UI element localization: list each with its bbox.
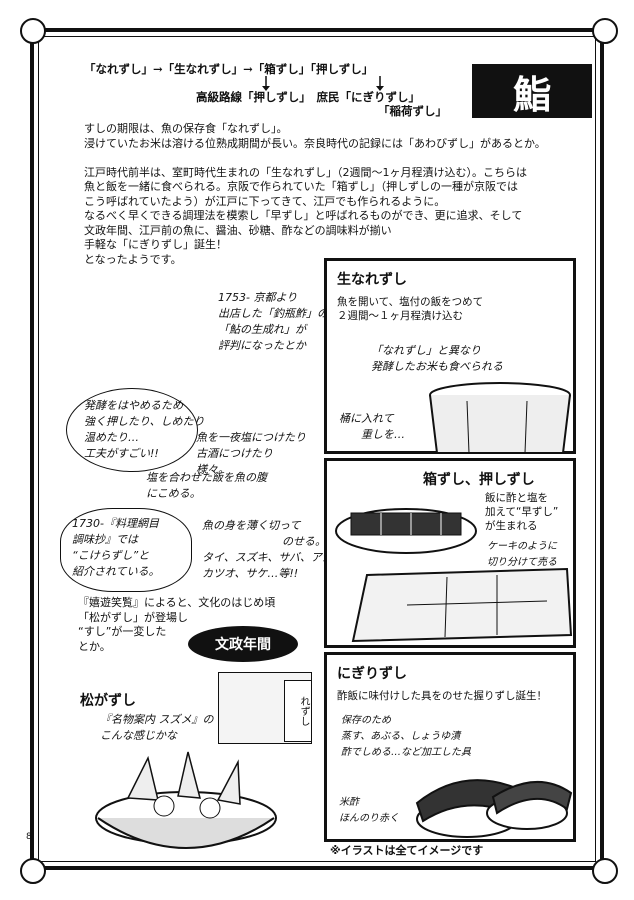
intro-line: こう呼ばれていたよう）が江戸に下ってきて、江戸でも作られるように。 [84, 194, 446, 208]
note-line: 工夫がすごい!! [84, 447, 159, 460]
panel-text: 魚を開いて、塩付の飯をつめて ２週間〜１ヶ月程漬け込む [337, 295, 483, 323]
flow-line-2: 高級路線「押しずし」 庶民「にぎりずし」 [196, 90, 421, 104]
panel-hand-note: 米酢 ほんのり赤く [339, 795, 399, 827]
matsu-sign: れずし [284, 680, 312, 742]
note-1730: 1730-『料理網目 調味抄』では “こけらずし”と 紹介されている。 [72, 516, 160, 580]
flow-arrows [262, 76, 384, 91]
panel-text-line: ２週間〜１ヶ月程漬け込む [337, 310, 463, 322]
nigiri-illustration [415, 779, 573, 838]
panel-hand-note: 保存のため 蒸す、あぶる、しょうゆ漬 酢でしめる…など加工した具 [341, 713, 471, 761]
note-kiyu: 『嬉遊笑覧』によると、文化のはじめ頃 「松がずし」が登場し “すし”が一変した … [78, 596, 275, 654]
matsu-caption: 『名物案内 スズメ』の こんな感じかな [100, 712, 214, 744]
bunsei-badge: 文政年間 [188, 626, 298, 662]
note-line: にこめる。 [146, 487, 201, 500]
illustration-note: ※イラストは全てイメージです [330, 844, 484, 857]
note-line: タイ、スズキ、サバ、アジ [202, 551, 333, 564]
note-line: 塩を合わせた飯を魚の腹 [146, 471, 267, 484]
note-line: 発酵をはやめるため [84, 399, 183, 412]
intro-line: 江戸時代前半は、室町時代生まれの「生なれずし」（2週間〜1ヶ月程漬け込む）。こち… [84, 165, 527, 179]
note-line: のせる。 [282, 535, 326, 548]
speech-bubble [60, 508, 192, 592]
panel-hako: 箱ずし、押しずし 飯に酢と塩を 加えて“早ずし” が生まれる ケーキのように 切… [324, 458, 576, 648]
note-line: 魚の身を薄く切って [202, 519, 301, 532]
frame-corner [20, 18, 46, 44]
note-line: 『名物案内 スズメ』の [100, 713, 214, 726]
intro-line: なるべく早くできる調理法を模索し「早ずし」と呼ばれるものができ、更に追求、そして [84, 209, 523, 222]
intro-line: となったようです。 [84, 252, 182, 266]
panel-text: 飯に酢と塩を 加えて“早ずし” が生まれる [485, 491, 558, 533]
note-line: 紹介されている。 [72, 565, 160, 578]
note-line: とか。 [78, 639, 111, 653]
note-line: “すし”が一変した [78, 625, 167, 638]
note-salt: 魚を一夜塩につけたり 古酒につけたり 様々。 [196, 430, 306, 478]
panel-title: 箱ずし、押しずし [423, 472, 535, 488]
note-line: ほんのり赤く [339, 813, 399, 824]
note-line: 魚を一夜塩につけたり [196, 431, 306, 444]
note-line: 発酵したお米も食べられる [371, 360, 503, 373]
panel-text: 酢飯に味付けした具をのせた握りずし誕生！ [337, 690, 547, 702]
intro-line: 文政年間、江戸前の魚に、醤油、砂糖、酢などの調味料が揃い [84, 223, 392, 237]
matsu-title: 松がずし [80, 693, 136, 709]
intro-line: すしの期限は、魚の保存食「なれずし」。 [84, 122, 288, 135]
note-shio: 塩を合わせた飯を魚の腹 にこめる。 [146, 470, 267, 502]
barrel-illustration [429, 382, 571, 453]
note-hakko: 発酵をはやめるため 強く押したり、しめたり 温めたり… 工夫がすごい!! [84, 398, 205, 462]
note-fish: 魚の身を薄く切って のせる。 タイ、スズキ、サバ、アジ カツオ、サケ…等!! [202, 518, 332, 582]
flow-line-3: 「稲荷ずし」 [378, 104, 447, 118]
note-line: 1753- 京都より [218, 291, 298, 304]
note-line: 蒸す、あぶる、しょうゆ漬 [341, 731, 461, 742]
note-line: 「松がずし」が登場し [78, 610, 188, 624]
panel-hand-note: 桶に入れて 重しを… [339, 411, 405, 443]
intro-line: 手軽な「にぎりずし」誕生！ [84, 238, 227, 251]
flow-line-1: 「なれずし」→「生なれずし」→「箱ずし」「押しずし」 [84, 62, 374, 76]
hako-sushi-illustration [335, 508, 477, 554]
note-line: 「なれずし」と異なり [371, 344, 481, 357]
frame-corner [20, 858, 46, 884]
note-line: 『嬉遊笑覧』によると、文化のはじめ頃 [78, 596, 276, 609]
note-line: 酢でしめる…など加工した具 [341, 747, 471, 758]
box-illustration [351, 567, 573, 643]
note-line: 米酢 [339, 797, 359, 808]
intro-line: 魚と飯を一緒に食べられる。京阪で作られていた「箱ずし」（押しずしの一種が京阪では [84, 180, 518, 193]
note-line: 桶に入れて [339, 412, 394, 425]
note-line: 重しを… [361, 428, 405, 441]
frame-corner [592, 858, 618, 884]
page-frame-inner [38, 36, 596, 862]
panel-text-line: が生まれる [485, 520, 538, 532]
page-number: 8 [26, 832, 32, 842]
note-line: 古酒につけたり [196, 447, 273, 460]
intro-line [84, 151, 546, 166]
note-line: 強く押したり、しめたり [84, 415, 205, 428]
note-line: 温めたり… [84, 431, 139, 444]
speech-bubble [66, 388, 198, 472]
note-1753: 1753- 京都より 出店した「釣瓶鮓」の 「鮎の生成れ」が 評判になったとか [218, 290, 328, 354]
frame-corner [592, 18, 618, 44]
note-line: 調味抄』では [72, 533, 138, 546]
note-line: 「鮎の生成れ」が [218, 323, 306, 336]
note-line: ケーキのように [487, 541, 557, 552]
note-line: こんな感じかな [100, 729, 177, 742]
panel-text-line: 魚を開いて、塩付の飯をつめて [337, 296, 484, 308]
page-frame [30, 28, 604, 870]
note-line: 評判になったとか [218, 339, 306, 352]
panel-title: にぎりずし [337, 666, 407, 682]
note-line: 切り分けて売る [487, 557, 557, 568]
note-line: カツオ、サケ…等!! [202, 567, 299, 580]
intro-text: すしの期限は、魚の保存食「なれずし」。 浸けていたお米は溶ける位熟成期間が長い。… [84, 122, 546, 267]
intro-line: 浸けていたお米は溶ける位熟成期間が長い。奈良時代の記録には「あわびずし」があると… [84, 136, 546, 150]
panel-text-line: 飯に酢と塩を [485, 492, 548, 504]
panel-namanare: 生なれずし 魚を開いて、塩付の飯をつめて ２週間〜１ヶ月程漬け込む 「なれずし」… [324, 258, 576, 454]
note-line: 出店した「釣瓶鮓」の [218, 307, 328, 320]
panel-hand-note: ケーキのように 切り分けて売る [487, 539, 557, 571]
note-line: 保存のため [341, 715, 391, 726]
panel-text-line: 加えて“早ずし” [485, 506, 559, 518]
note-line: 1730-『料理網目 [72, 517, 159, 530]
note-line: “こけらずし”と [72, 549, 150, 562]
panel-hand-note: 「なれずし」と異なり 発酵したお米も食べられる [371, 343, 503, 375]
panel-title: 生なれずし [337, 272, 407, 288]
page-title: 鮨 [472, 64, 592, 118]
note-line: 様々。 [196, 463, 229, 476]
matsu-bowl-illustration [95, 751, 277, 849]
panel-nigiri: にぎりずし 酢飯に味付けした具をのせた握りずし誕生！ 保存のため 蒸す、あぶる、… [324, 652, 576, 842]
